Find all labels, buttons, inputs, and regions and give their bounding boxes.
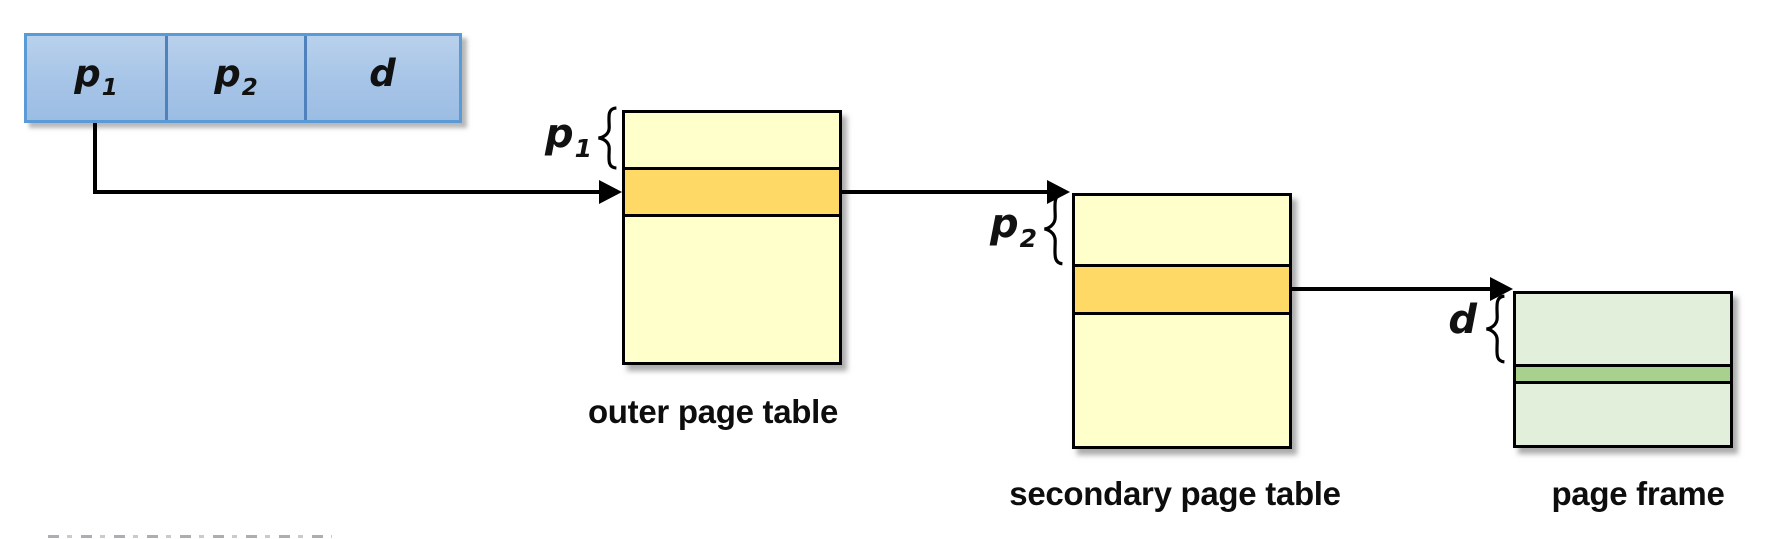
address-field-p1: p1 <box>27 36 168 120</box>
brace-p2-icon <box>1042 192 1066 266</box>
clipped-footer-text <box>48 535 332 538</box>
address-field-p1-label: p <box>74 52 101 95</box>
page-frame-bottom-section <box>1516 384 1730 445</box>
offset-index-label: d <box>1448 297 1477 343</box>
address-field-p2: p2 <box>168 36 307 120</box>
arrow-p1-to-outer-table <box>93 123 601 194</box>
secondary-page-table <box>1072 193 1292 449</box>
secondary-index-label: p2 <box>989 201 1037 253</box>
outer-index-label: p1 <box>544 111 592 163</box>
outer-table-highlighted-entry <box>625 167 839 217</box>
address-field-d: d <box>307 36 459 120</box>
brace-d-icon <box>1484 294 1508 364</box>
secondary-page-table-caption: secondary page table <box>1009 475 1341 512</box>
address-field-p2-label: p <box>214 52 241 95</box>
logical-address-box: p1 p2 d <box>24 33 462 123</box>
outer-table-top-section <box>625 113 839 167</box>
brace-p1-icon <box>596 106 620 170</box>
secondary-table-bottom-section <box>1075 315 1289 446</box>
arrowhead-outer-table-icon <box>599 180 622 204</box>
page-frame <box>1513 291 1733 448</box>
secondary-table-top-section <box>1075 196 1289 264</box>
address-field-d-label: d <box>369 52 396 95</box>
outer-page-table-caption: outer page table <box>587 393 839 430</box>
page-frame-caption: page frame <box>1551 475 1725 512</box>
outer-page-table <box>622 110 842 365</box>
page-frame-top-section <box>1516 294 1730 364</box>
page-frame-highlighted-line <box>1516 364 1730 384</box>
secondary-table-highlighted-entry <box>1075 264 1289 315</box>
outer-table-bottom-section <box>625 217 839 362</box>
